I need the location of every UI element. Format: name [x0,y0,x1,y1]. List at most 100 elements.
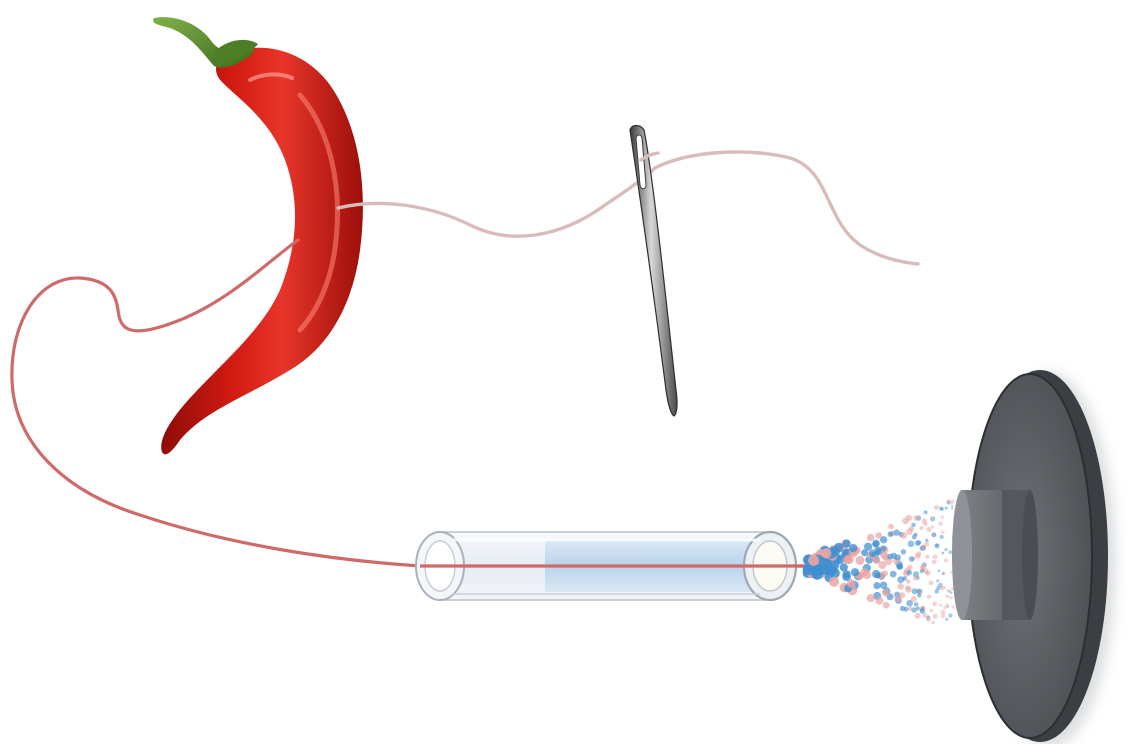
spray-droplet [949,596,952,599]
spray-droplet [883,602,890,609]
spray-droplet [925,539,928,542]
spray-droplet [944,558,948,562]
spray-droplet [803,564,814,575]
spray-droplet [931,525,934,528]
spray-droplet [844,554,854,564]
spray-droplet [874,582,881,589]
spray-droplet [876,532,883,539]
spray-droplet [943,606,946,609]
spray-droplet [869,550,876,557]
spray-droplet [938,569,941,572]
spray-droplet [941,531,944,534]
droplet-spray [803,499,960,624]
spray-droplet [911,523,916,528]
spray-droplet [920,564,925,569]
spray-droplet [895,554,901,560]
spray-droplet [924,510,928,514]
spray-droplet [941,610,946,615]
spray-droplet [941,516,944,519]
chili-pepper [161,48,363,455]
dyed-thread [12,240,805,566]
spray-droplet [948,550,952,554]
spray-droplet [900,606,905,611]
pepper-stem [153,17,258,67]
spray-droplet [916,606,920,610]
spray-droplet [941,508,944,511]
spray-droplet [925,555,929,559]
spray-droplet [926,571,931,576]
spray-droplet [906,579,910,583]
spray-droplet [917,540,922,545]
spray-droplet [914,602,918,606]
spray-droplet [944,548,947,551]
spray-droplet [945,618,948,621]
spray-droplet [926,617,931,622]
spray-droplet [908,541,915,548]
spray-droplet [829,577,839,587]
spray-droplet [818,564,829,575]
spray-droplet [864,543,872,551]
spray-droplet [948,613,952,617]
spray-droplet [934,505,939,510]
spray-droplet [935,543,940,548]
spray-droplet [933,614,938,619]
spray-droplet [933,554,938,559]
spray-droplet [938,521,943,526]
spray-droplet [907,570,912,575]
spray-droplet [867,594,875,602]
spray-droplet [880,551,888,559]
spray-droplet [902,518,909,525]
spray-droplet [894,595,901,602]
spray-droplet [930,609,933,612]
spray-droplet [941,552,944,555]
spray-droplet [887,554,893,560]
spray-droplet [881,545,887,551]
spray-droplet [915,613,921,619]
spray-droplet [936,579,939,582]
spray-droplet [939,604,942,607]
spray-droplet [908,606,912,610]
spray-droplet [913,576,918,581]
spray-droplet [932,601,937,606]
spray-droplet [914,515,920,521]
spray-droplet [840,563,848,571]
spray-droplet [922,613,927,618]
spray-droplet [919,526,923,530]
spray-droplet [842,540,850,548]
spray-droplet [888,524,894,530]
spray-droplet [875,597,883,605]
spray-droplet [898,583,904,589]
mass-spectrometer-inlet [952,370,1116,744]
spray-droplet [946,500,950,504]
spray-droplet [921,545,926,550]
spray-droplet [847,579,856,588]
spray-droplet [909,556,915,562]
spray-droplet [872,556,880,564]
spray-droplet [942,572,945,575]
spray-droplet [951,505,953,507]
spray-droplet [851,568,859,576]
spray-droplet [894,529,900,535]
spray-droplet [927,595,931,599]
spray-droplet [882,589,890,597]
spray-droplet [922,518,927,523]
inlet-orifice [952,490,1038,620]
spray-droplet [912,588,918,594]
spray-droplet [930,516,935,521]
spray-droplet [946,595,950,599]
spray-droplet [901,549,906,554]
spray-droplet [951,507,953,509]
spray-droplet [900,532,907,539]
spray-droplet [808,555,819,566]
spray-droplet [917,593,921,597]
spray-droplet [949,590,951,592]
spray-droplet [856,556,865,565]
spray-droplet [932,560,937,565]
spray-droplet [916,551,921,556]
spray-droplet [926,527,931,532]
spray-droplet [872,570,880,578]
spray-droplet [880,582,887,589]
spray-droplet [890,571,897,578]
spray-droplet [906,528,913,535]
